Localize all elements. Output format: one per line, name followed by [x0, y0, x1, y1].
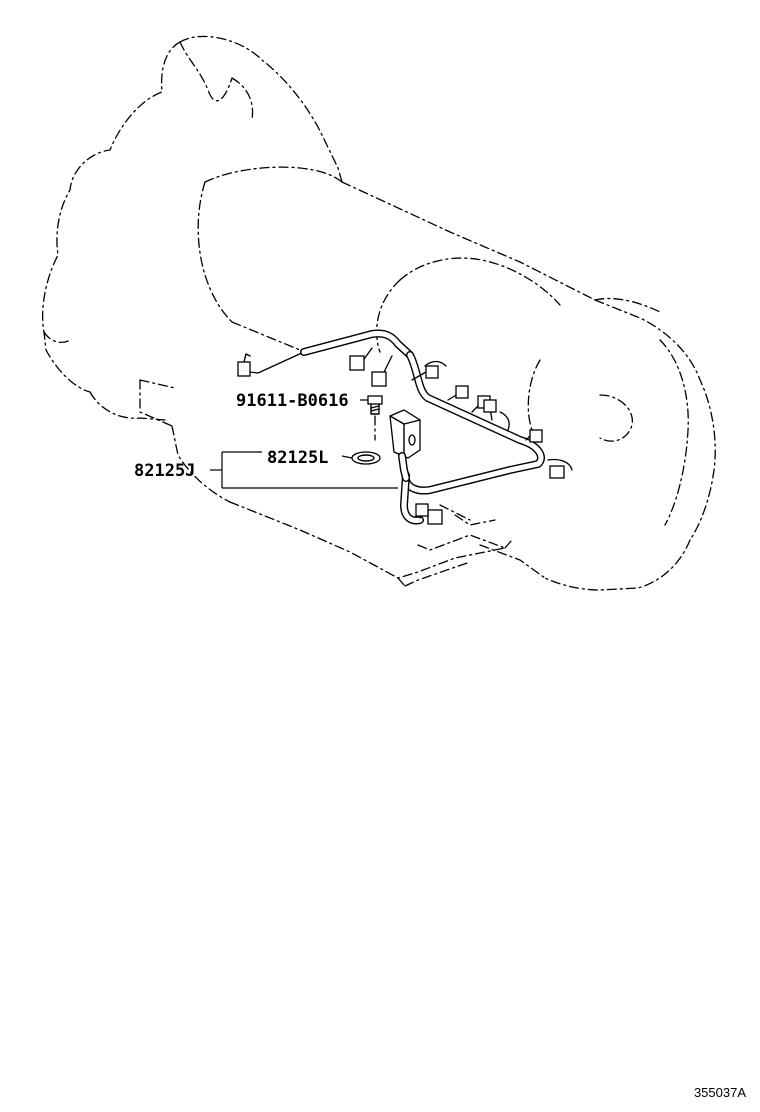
bolt-icon — [367, 395, 383, 441]
gasket-icon — [351, 451, 381, 465]
figure-code: 355037A — [693, 1085, 746, 1100]
connector-icon — [371, 371, 387, 387]
bolt-part-label: 91611-B0616 — [236, 391, 349, 411]
connector-icon — [415, 503, 429, 517]
transmission-outline — [42, 35, 716, 591]
ground-terminal-icon — [237, 361, 251, 377]
connector-icon — [483, 399, 497, 413]
connector-icon — [529, 429, 543, 443]
connector-icon — [349, 355, 365, 371]
harness-part-label: 82125J — [134, 461, 195, 481]
leader-lines — [210, 399, 398, 489]
connector-icon — [427, 509, 443, 525]
harness-plug-icon — [389, 409, 421, 459]
connector-icon — [425, 365, 439, 379]
wire-harness — [237, 329, 573, 525]
connector-icon — [455, 385, 469, 399]
gasket-part-label: 82125L — [267, 448, 328, 468]
connector-icon — [549, 465, 565, 479]
